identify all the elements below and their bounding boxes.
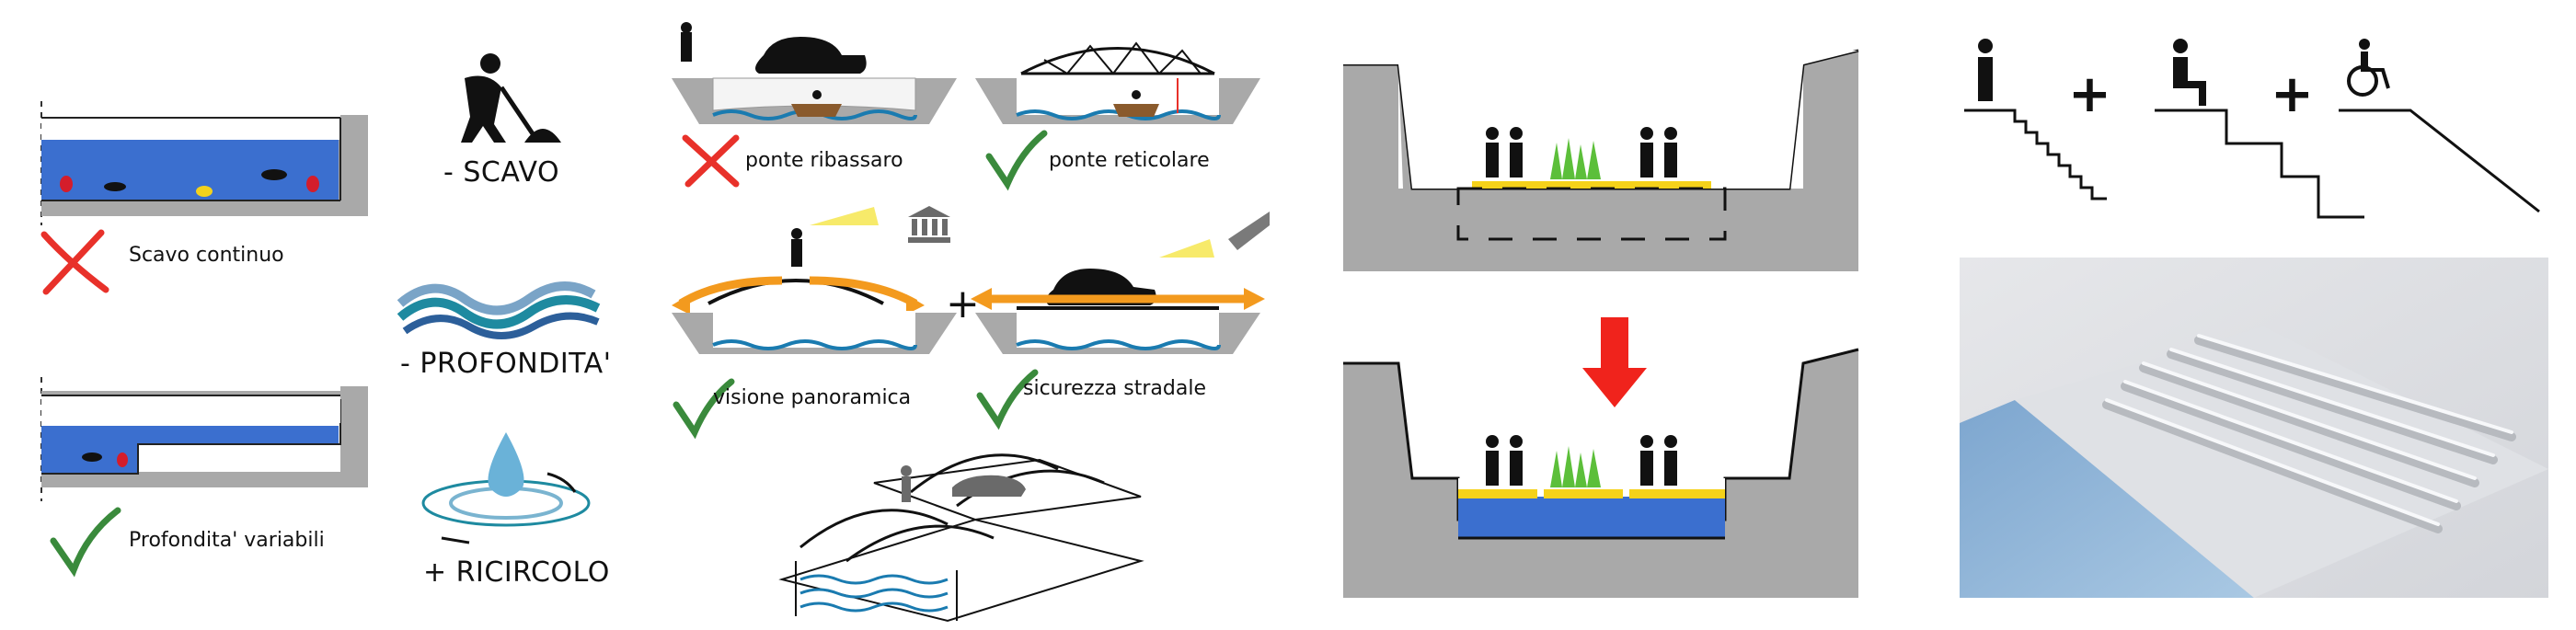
panoramic-label: visione panoramica (713, 386, 912, 409)
road-safety-label: sicurezza stradale (1023, 377, 1206, 400)
variable-depth-label: Profondita' variabili (129, 529, 325, 552)
museum-icon (908, 206, 950, 243)
section-variable-depth (40, 377, 368, 501)
steps-seated-person-icon (2155, 39, 2364, 219)
truss-bridge-diagram (975, 41, 1260, 124)
road-safety-bridge-diagram (971, 212, 1270, 354)
strategies-panel: - SCAVO - PROFONDITA' + RICIRCOLO (386, 0, 626, 630)
digging-worker-icon (461, 53, 561, 143)
waves-icon (397, 281, 601, 339)
low-bridge-diagram (672, 22, 957, 124)
canal-section-proposed (1343, 348, 1859, 598)
accessibility-panel: + + (1932, 0, 2576, 630)
canal-sections-panel (1334, 0, 1868, 630)
plus-sign-1: + (2068, 64, 2111, 124)
red-cross-icon (682, 134, 740, 188)
red-cross-icon (40, 229, 109, 295)
stairs-standing-person-icon (1964, 39, 2107, 200)
green-check-icon (673, 378, 735, 440)
stepped-ramp-render (1960, 258, 2548, 598)
excavation-panel: Scavo continuo Profondita' variabili (0, 0, 386, 630)
green-check-icon (985, 130, 1048, 191)
wheelchair-ramp-icon (2339, 39, 2540, 213)
red-down-arrow-icon (1582, 317, 1647, 407)
green-check-icon (976, 369, 1039, 430)
water-drop-recirculation-icon (421, 432, 591, 544)
section-continuous-excavation (40, 101, 368, 225)
bridge-axonometric-view (778, 453, 1144, 623)
recirculation-label: + RICIRCOLO (423, 556, 610, 589)
low-bridge-label: ponte ribassaro (745, 149, 903, 172)
plus-sign-2: + (2271, 64, 2314, 124)
continuous-excavation-label: Scavo continuo (129, 244, 284, 267)
canal-section-existing (1343, 49, 1859, 271)
depth-reduction-label: - PROFONDITA' (400, 348, 612, 380)
panoramic-bridge-diagram (672, 207, 957, 354)
green-check-icon (50, 507, 121, 578)
bridges-panel: ponte ribassaro ponte reticolare (644, 0, 1288, 630)
truss-bridge-label: ponte reticolare (1049, 149, 1210, 172)
plus-sign: + (946, 281, 980, 327)
excavation-reduction-label: - SCAVO (443, 156, 560, 189)
